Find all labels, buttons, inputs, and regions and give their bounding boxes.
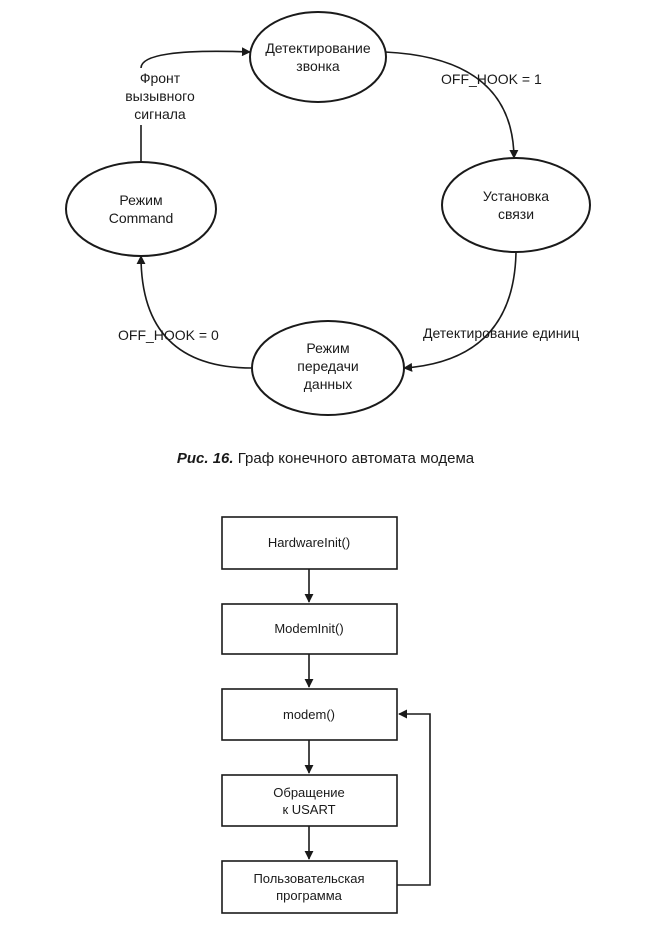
transition-command-to-ring-label-line3: сигнала (134, 106, 186, 122)
state-data-mode-line3: данных (304, 376, 352, 392)
state-data-mode-line1: Режим (306, 340, 349, 356)
state-ring-detect-line1: Детектирование (265, 40, 371, 56)
box-usart-line2: к USART (282, 802, 335, 817)
box-usart: Обращение к USART (221, 774, 398, 827)
box-hardware-init-label: HardwareInit() (268, 535, 350, 550)
state-connect-line2: связи (498, 206, 534, 222)
state-command-mode: Режим Command (65, 161, 217, 257)
transition-command-to-ring-label-line1: Фронт (140, 70, 181, 86)
figure-caption-prefix: Рис. 16. (176, 450, 234, 467)
state-connect-line1: Установка (483, 188, 549, 204)
transition-connect-to-data-arrow (403, 251, 517, 372)
state-command-mode-line1: Режим (119, 192, 162, 208)
box-hardware-init: HardwareInit() (221, 516, 398, 570)
figure-caption: Рис. 16. Граф конечного автомата модема (0, 450, 651, 467)
transition-ring-to-connect-arrow (384, 51, 519, 159)
arrow-loop-back-to-modem (397, 709, 431, 886)
transition-ring-to-connect-label: OFF_HOOK = 1 (441, 71, 542, 87)
box-modem-init: ModemInit() (221, 603, 398, 655)
flowchart: HardwareInit() ModemInit() modem() Обращ… (221, 516, 431, 914)
box-modem: modem() (221, 688, 398, 741)
state-data-mode: Режим передачи данных (251, 320, 405, 416)
box-modem-init-label: ModemInit() (274, 621, 343, 636)
box-user-program: Пользовательская программа (221, 860, 398, 914)
transition-command-to-ring-label-line2: вызывного (125, 88, 195, 104)
state-diagram: Детектирование звонка Установка связи Ре… (65, 11, 591, 416)
transition-command-to-ring-arrow (140, 51, 250, 162)
state-connect: Установка связи (441, 157, 591, 253)
box-user-program-line1: Пользовательская (253, 871, 364, 886)
transition-data-to-command-arrow (136, 255, 253, 369)
box-user-program-line2: программа (276, 888, 343, 903)
figure-caption-text: Граф конечного автомата модема (237, 450, 475, 467)
state-data-mode-line2: передачи (297, 358, 358, 374)
transition-connect-to-data-label: Детектирование единиц (423, 325, 579, 341)
box-usart-line1: Обращение (273, 785, 344, 800)
box-modem-label: modem() (283, 707, 335, 722)
state-ring-detect-line2: звонка (296, 58, 340, 74)
state-ring-detect: Детектирование звонка (249, 11, 387, 103)
state-command-mode-line2: Command (109, 210, 174, 226)
transition-data-to-command-label: OFF_HOOK = 0 (118, 327, 219, 343)
